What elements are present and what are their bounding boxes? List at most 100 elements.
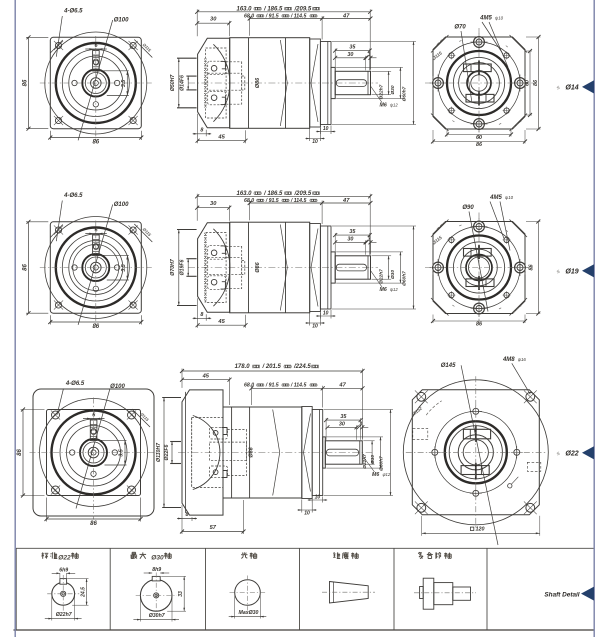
- svg-text:4-Ø6.5: 4-Ø6.5: [65, 381, 85, 387]
- svg-text:3: 3: [368, 236, 371, 242]
- svg-text:86: 86: [529, 264, 535, 271]
- svg-text:/ 186.5: / 186.5: [263, 6, 283, 12]
- svg-text:3.5: 3.5: [121, 80, 127, 87]
- svg-text:120: 120: [476, 527, 485, 533]
- svg-text:47: 47: [342, 13, 350, 19]
- svg-text:8: 8: [200, 127, 203, 133]
- svg-text:Ø86: Ø86: [255, 77, 261, 88]
- svg-text:Ø30: Ø30: [390, 270, 396, 279]
- svg-text:/ 91.5: / 91.5: [265, 13, 279, 19]
- svg-text:Ø22F6: Ø22F6: [164, 444, 170, 460]
- svg-text:Ø110H7: Ø110H7: [156, 442, 162, 462]
- svg-text:/ 114.5: / 114.5: [290, 13, 307, 19]
- svg-text:Ø90: Ø90: [462, 205, 474, 211]
- svg-text:Ø60h7: Ø60h7: [401, 86, 407, 101]
- svg-text:4-Ø6.5: 4-Ø6.5: [63, 193, 83, 199]
- svg-text:/ 114.5: / 114.5: [290, 383, 307, 389]
- svg-text:Ø100: Ø100: [114, 202, 129, 208]
- svg-text:Ø22h7: Ø22h7: [56, 612, 73, 618]
- svg-text:47: 47: [342, 198, 350, 204]
- svg-text:Ø19F6: Ø19F6: [179, 259, 185, 275]
- svg-text:Ø86: Ø86: [249, 446, 255, 457]
- svg-text:M6: M6: [380, 287, 387, 293]
- svg-text:10: 10: [304, 511, 310, 517]
- svg-text:/209.5: /209.5: [294, 6, 312, 12]
- svg-text:30: 30: [347, 52, 353, 58]
- svg-text:/224.5: /224.5: [293, 364, 311, 370]
- svg-text:ψ12: ψ12: [390, 287, 398, 292]
- svg-text:Ø145: Ø145: [441, 363, 456, 369]
- svg-text:35: 35: [340, 414, 347, 420]
- svg-text:Shaft Detail: Shaft Detail: [544, 591, 579, 598]
- svg-text:86: 86: [476, 322, 483, 328]
- svg-text:33: 33: [178, 591, 184, 597]
- svg-text:ψ16: ψ16: [518, 357, 527, 362]
- svg-text:ψ10: ψ10: [495, 16, 504, 21]
- svg-text:Ø14F6: Ø14F6: [179, 75, 185, 91]
- svg-text:M6: M6: [380, 103, 387, 109]
- svg-text:8: 8: [186, 512, 189, 518]
- svg-text:Ø30: Ø30: [370, 455, 376, 464]
- svg-text:10: 10: [323, 310, 329, 316]
- svg-text:4M5: 4M5: [489, 195, 502, 201]
- svg-text:Ø22: Ø22: [565, 450, 578, 457]
- svg-text:Ø30: Ø30: [151, 554, 164, 561]
- svg-text:10: 10: [312, 324, 318, 330]
- svg-text:4-Ø6.5: 4-Ø6.5: [63, 9, 83, 15]
- svg-text:45: 45: [217, 134, 225, 140]
- svg-text:47: 47: [338, 383, 346, 389]
- svg-text:10: 10: [315, 494, 321, 500]
- svg-text:163.0: 163.0: [237, 191, 253, 197]
- svg-text:Ø100: Ø100: [114, 18, 129, 24]
- svg-text:68.0: 68.0: [244, 13, 254, 19]
- svg-text:86: 86: [533, 79, 539, 86]
- svg-text:Ø86: Ø86: [255, 261, 261, 272]
- svg-text:30: 30: [347, 236, 353, 242]
- svg-text:57: 57: [210, 525, 217, 531]
- svg-text:86: 86: [92, 140, 99, 146]
- svg-text:10: 10: [312, 139, 318, 145]
- svg-text:/ 114.5: / 114.5: [290, 198, 307, 204]
- svg-text:60: 60: [476, 135, 482, 141]
- svg-text:163.0: 163.0: [237, 6, 253, 12]
- svg-text:86: 86: [17, 449, 23, 456]
- svg-text:4M5: 4M5: [479, 16, 492, 22]
- svg-text:8: 8: [200, 312, 203, 318]
- svg-text:/ 91.5: / 91.5: [265, 383, 279, 389]
- svg-text:Ø30h7: Ø30h7: [149, 613, 166, 619]
- svg-text:6h9: 6h9: [59, 567, 68, 573]
- svg-text:178.0: 178.0: [235, 364, 251, 370]
- svg-text:Ø70: Ø70: [454, 25, 466, 31]
- svg-text:86: 86: [22, 79, 28, 86]
- svg-text:45: 45: [202, 373, 210, 379]
- svg-text:60: 60: [525, 80, 531, 86]
- svg-text:45: 45: [217, 319, 225, 325]
- svg-text:30: 30: [210, 201, 217, 207]
- svg-text:30: 30: [339, 421, 345, 427]
- svg-text:MaxØ30: MaxØ30: [239, 610, 259, 616]
- svg-text:3: 3: [359, 421, 362, 427]
- svg-text:35: 35: [349, 45, 356, 51]
- svg-text:ψ12: ψ12: [390, 103, 398, 108]
- svg-text:10: 10: [323, 126, 329, 132]
- svg-text:Ø19: Ø19: [565, 268, 578, 275]
- svg-text:4M8: 4M8: [502, 357, 515, 363]
- svg-text:86: 86: [476, 142, 483, 148]
- svg-text:Ø22h7: Ø22h7: [378, 84, 384, 99]
- svg-text:8h9: 8h9: [152, 567, 161, 573]
- svg-text:Ø22: Ø22: [58, 554, 71, 561]
- svg-text:35: 35: [349, 229, 356, 235]
- svg-text:86: 86: [22, 264, 28, 271]
- svg-text:68.0: 68.0: [244, 383, 254, 389]
- svg-text:Ø100: Ø100: [110, 384, 125, 390]
- svg-text:ψ12: ψ12: [383, 472, 391, 477]
- svg-text:Ø50H7: Ø50H7: [170, 74, 176, 92]
- svg-text:24.5: 24.5: [80, 587, 86, 598]
- svg-text:Ø22h7: Ø22h7: [378, 269, 384, 284]
- svg-text:/ 186.5: / 186.5: [263, 191, 283, 197]
- svg-text:/ 91.5: / 91.5: [265, 198, 279, 204]
- svg-text:68.0: 68.0: [244, 198, 254, 204]
- svg-text:86: 86: [90, 521, 97, 527]
- svg-text:Ø60h7: Ø60h7: [378, 456, 384, 471]
- svg-text:3.5: 3.5: [121, 264, 127, 271]
